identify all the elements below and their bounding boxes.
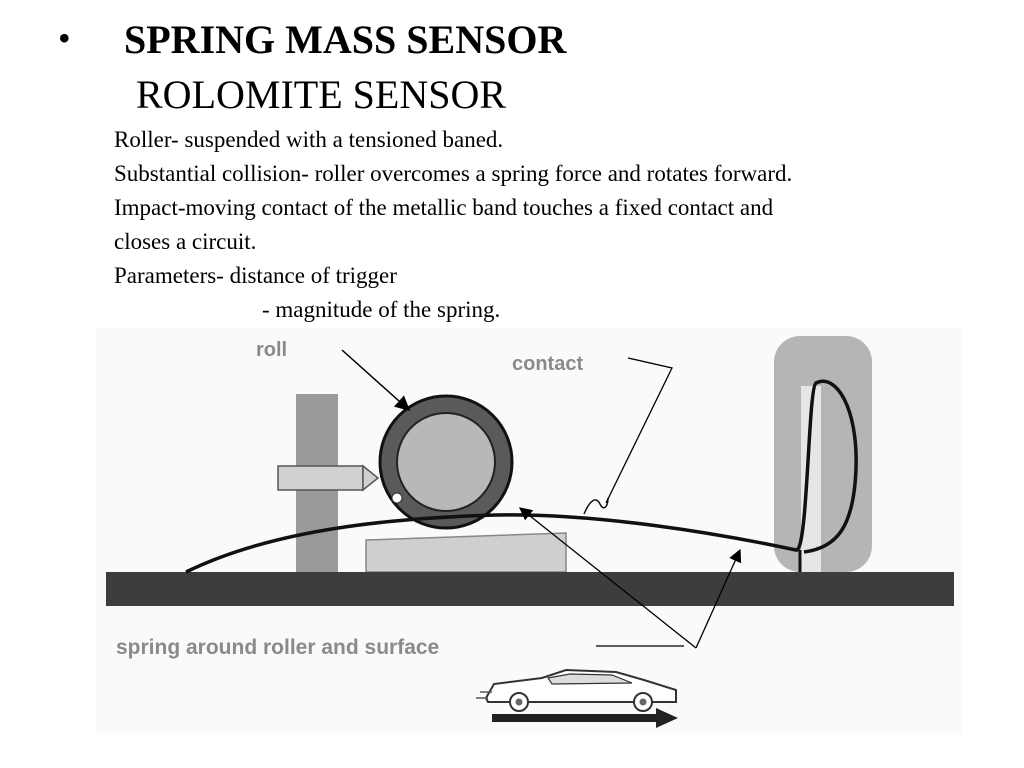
- body-line: closes a circuit.: [114, 229, 257, 254]
- roll-label: roll: [256, 339, 287, 361]
- roll-leader: [341, 349, 411, 412]
- contact-label: contact: [512, 353, 583, 375]
- body-line: Parameters- distance of trigger: [114, 263, 397, 288]
- bracket: [277, 465, 364, 491]
- roller-core: [396, 412, 496, 512]
- fixed-contact-block: [365, 532, 567, 573]
- slide-subtitle: ROLOMITE SENSOR: [136, 72, 507, 117]
- body-line: Roller- suspended with a tensioned baned…: [114, 127, 504, 152]
- base-surface: [106, 572, 954, 606]
- spring-label: spring around roller and surface: [116, 636, 439, 659]
- metallic-band: [185, 379, 858, 574]
- bracket-tip: [362, 464, 380, 492]
- right-post-slot: [801, 386, 821, 572]
- body-line: Impact-moving contact of the metallic ba…: [114, 195, 774, 220]
- right-post: [774, 336, 872, 572]
- body-line: - magnitude of the spring.: [262, 297, 501, 322]
- moving-contact: [583, 497, 609, 515]
- rolomite-sensor-diagram: roll contact spring around roller and su…: [96, 328, 962, 733]
- contact-leader: [605, 357, 673, 504]
- body-text: Roller- suspended with a tensioned baned…: [114, 123, 994, 327]
- roller-pivot: [391, 492, 403, 504]
- car-icon: [476, 668, 677, 712]
- spring-leader-2: [695, 548, 742, 649]
- body-line: Substantial collision- roller overcomes …: [114, 161, 793, 186]
- direction-arrow-icon: [492, 708, 678, 728]
- bullet-marker: •: [58, 18, 71, 58]
- slide-title: SPRING MASS SENSOR: [124, 17, 567, 62]
